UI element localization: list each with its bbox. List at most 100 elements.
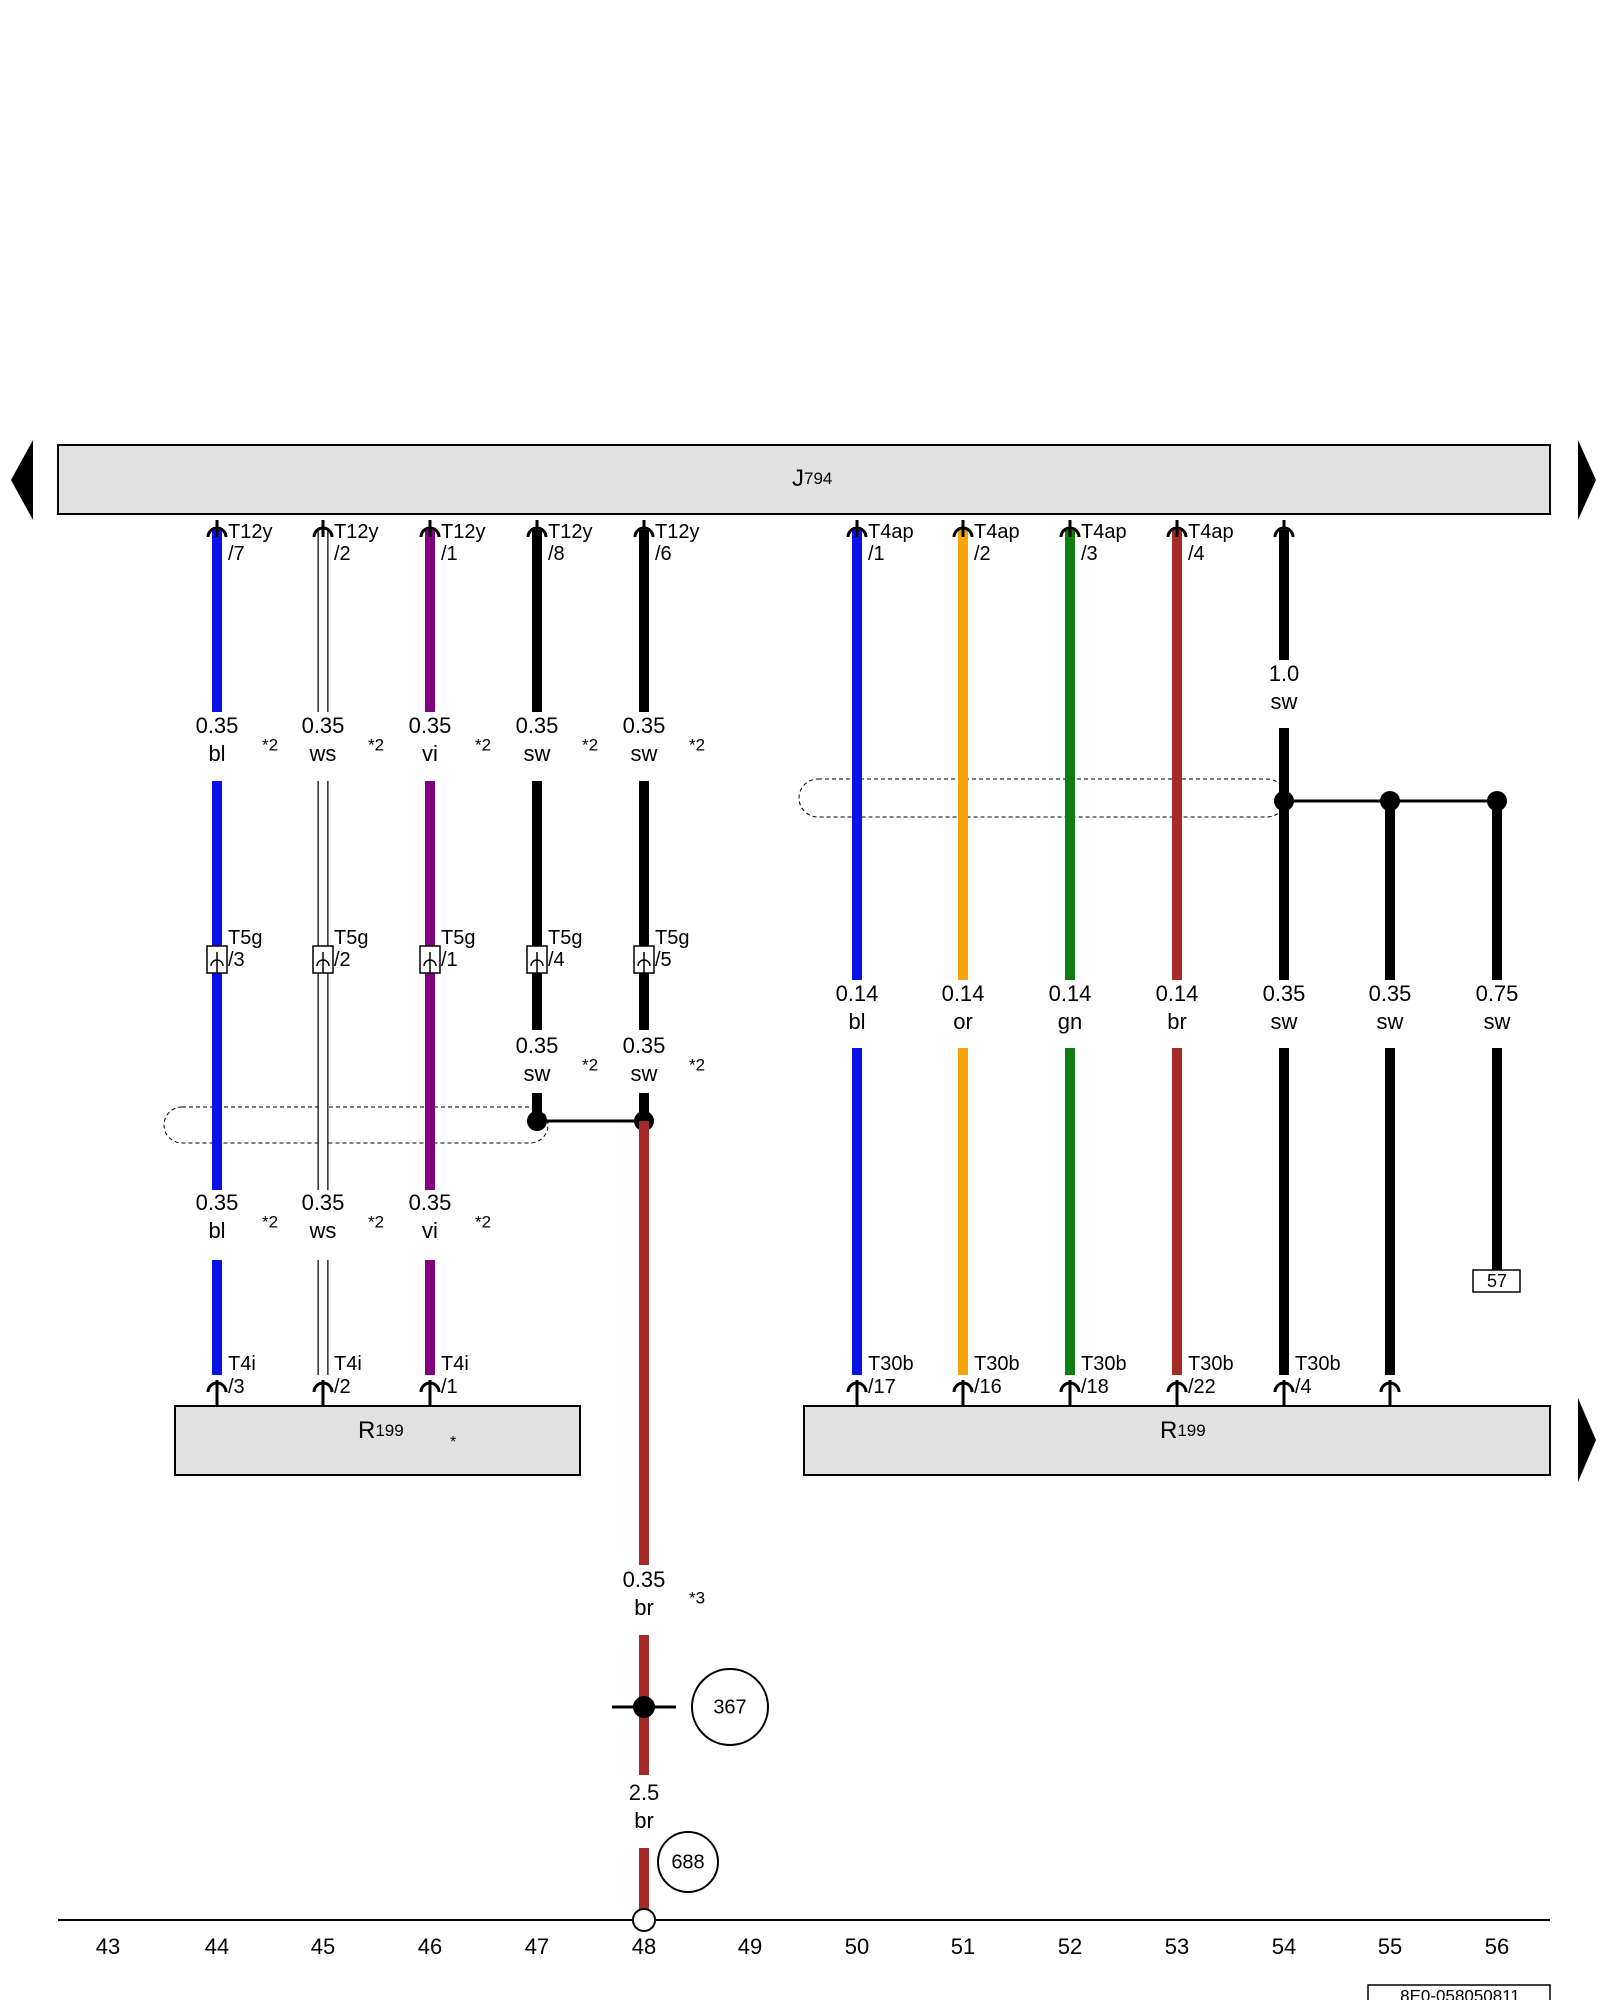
wire-48-color-code-1: sw: [631, 1061, 658, 1086]
column-number: 47: [525, 1934, 549, 1959]
ref-box-57[interactable]: [1472, 1269, 1521, 1293]
column-number: 52: [1058, 1934, 1082, 1959]
wire-48-size-0: 0.35: [623, 713, 666, 738]
wire-51-top-pin: /2: [974, 543, 991, 565]
wire-54-bottom-connector: T30b: [1295, 1353, 1341, 1375]
wire-47-top-pin: /8: [548, 543, 565, 565]
wire-47-mid-pin: /4: [548, 949, 565, 971]
column-number: 53: [1165, 1934, 1189, 1959]
wire-46-note-1: *2: [475, 1212, 491, 1231]
component-r199-right[interactable]: [803, 1405, 1551, 1476]
junction-dot-55: [1380, 791, 1400, 811]
nav-arrow-right-lower[interactable]: [1578, 1398, 1596, 1482]
wire-44-top-pin: /7: [228, 543, 245, 565]
column-number: 51: [951, 1934, 975, 1959]
inline-connector-pin-icon: [637, 952, 651, 973]
wire-50-bottom-connector: T30b: [868, 1353, 914, 1375]
wire-54-bottom-pin: /4: [1295, 1376, 1312, 1398]
wire-46-top-connector: T12y: [441, 521, 485, 543]
wire-48-mid-connector: T5g: [655, 927, 689, 949]
component-r199-left[interactable]: [174, 1405, 581, 1476]
ground-wire-note-0: *3: [689, 1588, 705, 1607]
column-number: 46: [418, 1934, 442, 1959]
inline-connector-pin-icon: [530, 952, 544, 973]
wire-44-note-0: *2: [262, 735, 278, 754]
column-number: 50: [845, 1934, 869, 1959]
wire-46-bottom-pin: /1: [441, 1376, 458, 1398]
wire-45-color-code-0: ws: [309, 741, 337, 766]
wire-52-size-0: 0.14: [1049, 981, 1092, 1006]
shield-oval-right: [798, 778, 1287, 818]
wire-45-size-0: 0.35: [302, 713, 345, 738]
ground-terminal-48: [632, 1908, 656, 1932]
wire-53-bottom-connector: T30b: [1188, 1353, 1234, 1375]
wire-46-note-0: *2: [475, 735, 491, 754]
junction-dot-56: [1487, 791, 1507, 811]
wire-54-color-code-1: sw: [1271, 1009, 1298, 1034]
wire-44-bottom-connector: T4i: [228, 1353, 256, 1375]
wire-45-bottom-pin: /2: [334, 1376, 351, 1398]
wire-45-color-code-1: ws: [309, 1218, 337, 1243]
component-j794-label: J794: [792, 465, 832, 492]
wire-45-size-1: 0.35: [302, 1190, 345, 1215]
wire-45-top-pin: /2: [334, 543, 351, 565]
wire-44-mid-pin: /3: [228, 949, 245, 971]
wire-54-size-1: 0.35: [1263, 981, 1306, 1006]
wire-45-mid-pin: /2: [334, 949, 351, 971]
wire-47-size-0: 0.35: [516, 713, 559, 738]
wire-51-bottom-pin: /16: [974, 1376, 1002, 1398]
wire-47-note-0: *2: [582, 735, 598, 754]
ground-wire-color-code-1: br: [634, 1808, 654, 1833]
wire-46-top-pin: /1: [441, 543, 458, 565]
wire-47-size-1: 0.35: [516, 1033, 559, 1058]
wire-44-bottom-pin: /3: [228, 1376, 245, 1398]
wire-50-size-0: 0.14: [836, 981, 879, 1006]
ground-wire-color-code-0: br: [634, 1595, 654, 1620]
wire-56-size-0: 0.75: [1476, 981, 1519, 1006]
wire-46-mid-connector: T5g: [441, 927, 475, 949]
drawing-code: 8E0-058050811: [1400, 1986, 1520, 2000]
column-number: 44: [205, 1934, 229, 1959]
wire-44-note-1: *2: [262, 1212, 278, 1231]
component-j794[interactable]: [57, 444, 1551, 515]
junction-dot-54: [1274, 791, 1294, 811]
nav-arrow-left[interactable]: [11, 440, 33, 520]
wire-44-color-code-1: bl: [208, 1218, 225, 1243]
wire-46-size-1: 0.35: [409, 1190, 452, 1215]
wire-47-top-connector: T12y: [548, 521, 592, 543]
wire-47-note-1: *2: [582, 1055, 598, 1074]
wire-44-size-1: 0.35: [196, 1190, 239, 1215]
wire-52-top-pin: /3: [1081, 543, 1098, 565]
wire-53-color-code-0: br: [1167, 1009, 1187, 1034]
wire-53-bottom-pin: /22: [1188, 1376, 1216, 1398]
wire-52-bottom-pin: /18: [1081, 1376, 1109, 1398]
inline-connector-pin-icon: [423, 952, 437, 973]
wire-48-note-0: *2: [689, 735, 705, 754]
wire-45-top-connector: T12y: [334, 521, 378, 543]
nav-arrow-right[interactable]: [1578, 440, 1596, 520]
wire-46-color-code-1: vi: [422, 1218, 438, 1243]
wire-46-size-0: 0.35: [409, 713, 452, 738]
wire-46-bottom-connector: T4i: [441, 1353, 469, 1375]
node-label-688: 688: [671, 1851, 704, 1873]
wire-44-color-code-0: bl: [208, 741, 225, 766]
inline-connector-pin-icon: [210, 952, 224, 973]
wire-50-top-pin: /1: [868, 543, 885, 565]
wire-52-color-code-0: gn: [1058, 1009, 1082, 1034]
node-circle-688[interactable]: [657, 1831, 719, 1893]
wire-47-mid-connector: T5g: [548, 927, 582, 949]
wire-46-mid-pin: /1: [441, 949, 458, 971]
wire-53-top-connector: T4ap: [1188, 521, 1234, 543]
splice-dot-367: [633, 1696, 655, 1718]
wire-53-size-0: 0.14: [1156, 981, 1199, 1006]
column-number: 55: [1378, 1934, 1402, 1959]
wire-55-size-0: 0.35: [1369, 981, 1412, 1006]
wire-51-bottom-connector: T30b: [974, 1353, 1020, 1375]
wire-50-color-code-0: bl: [848, 1009, 865, 1034]
wire-48-top-connector: T12y: [655, 521, 699, 543]
node-circle-367[interactable]: [691, 1668, 769, 1746]
column-number: 45: [311, 1934, 335, 1959]
wire-45-mid-connector: T5g: [334, 927, 368, 949]
